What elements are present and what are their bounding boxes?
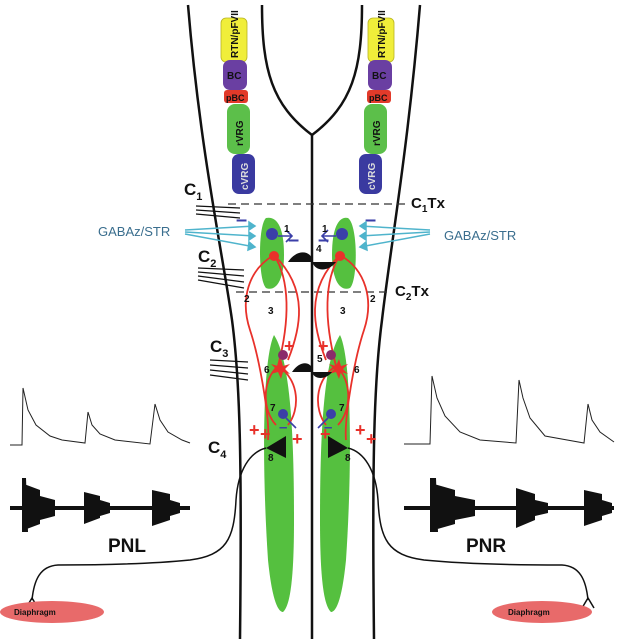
gaba-strychnine-arrows [184,220,431,252]
excitatory-neuron-2-left [269,251,279,261]
inhibitory-neuron-1-left [266,228,278,240]
segment-c1-label: C1 [184,180,202,203]
label-6-right: 6 [354,365,360,376]
phrenic-nerve-left-label: PNL [108,536,146,557]
integrated-trace-left [10,387,191,446]
integrated-trace-right [404,375,615,445]
cvrg-nucleus-right [359,154,382,194]
motoneuron-8-right [328,436,348,458]
raw-trace-left [10,478,190,532]
segment-c2-label: C2 [198,247,216,270]
rvrg-nucleus-left [227,104,250,154]
excitatory-neuron-2-right [335,251,345,261]
diaphragm-left [0,601,104,623]
lower-column-left [264,335,294,612]
svg-text:–: – [324,419,332,436]
pbc-label-right: pBC [369,93,388,103]
rtn-label-left: RTN/pFVII [230,10,241,58]
label-8-right: 8 [345,453,351,464]
gaba-label-right: GABAz/STR [444,228,516,243]
inhibitory-neuron-1-right [336,228,348,240]
neuron-cells [266,228,348,458]
synapse-4 [288,252,336,270]
label-7-left: 7 [270,403,276,414]
label-2-right: 2 [370,294,376,305]
label-3-right: 3 [340,306,346,317]
label-6-left: 6 [264,365,270,376]
svg-text:+: + [366,429,377,449]
label-7-right: 7 [339,403,345,414]
phrenic-nerve-right [347,447,589,601]
inhibitory-neuron-7-right [326,409,336,419]
label-8-left: 8 [268,453,274,464]
svg-text:+: + [249,420,260,440]
brainstem-nuclei-right: RTN/pFVII BC pBC rVRG cVRG [359,10,395,194]
neuron-6-left [278,350,288,360]
bc-label-left: BC [227,71,241,82]
star-neuron-6-left [271,359,290,379]
phrenic-nerve-left [31,447,267,601]
phrenic-motor-columns [260,217,356,612]
cvrg-nucleus-left [232,154,255,194]
bc-label-right: BC [372,71,386,82]
sign-markers: – – – – + + + + + + + + – – [236,209,377,449]
svg-text:–: – [365,209,376,231]
svg-text:–: – [279,419,287,436]
raw-nerve-traces [10,478,614,532]
lower-column-right [320,335,350,612]
rvrg-nucleus-right [364,104,387,154]
phrenic-nerve-right-label: PNR [466,536,506,557]
motoneuron-8-left [266,436,286,458]
svg-text:+: + [284,336,295,356]
bc-nucleus-right [368,60,392,90]
commissural-synapses [288,252,336,378]
c1tx-label: C1Tx [411,195,446,215]
rtn-label-right: RTN/pFVII [377,10,388,58]
pbc-nucleus-left [224,90,248,103]
cvrg-label-left: cVRG [240,163,251,190]
svg-text:–: – [318,229,329,251]
svg-text:–: – [236,209,247,231]
svg-text:+: + [355,420,366,440]
neuron-6-right [326,350,336,360]
star-neuron-6-right [329,359,348,379]
integrated-activity-traces [10,375,615,446]
svg-text:+: + [320,424,331,444]
segment-c3-label: C3 [210,337,228,360]
svg-text:+: + [292,429,303,449]
label-2-left: 2 [244,294,250,305]
label-5: 5 [317,354,323,365]
pbc-label-left: pBC [226,93,245,103]
svg-text:–: – [288,229,299,251]
rvrg-label-left: rVRG [235,120,246,146]
label-1-right: 1 [322,224,328,235]
label-4: 4 [316,244,322,255]
synapse-5 [292,363,332,378]
spinal-roots [195,205,249,381]
bc-nucleus-left [223,60,247,90]
diaphragm-label-left: Diaphragm [14,608,56,617]
inhibitory-neuron-7-left [278,409,288,419]
gaba-label-left: GABAz/STR [98,224,170,239]
label-1-left: 1 [284,224,290,235]
inhibitory-synapses [278,229,336,429]
label-3-left: 3 [268,306,274,317]
brainstem-nuclei-left: RTN/pFVII BC pBC rVRG cVRG [220,10,255,194]
diaphragm-right [492,601,592,623]
pbc-nucleus-right [367,90,391,103]
c2tx-label: C2Tx [395,283,430,303]
raw-trace-right [404,478,614,532]
svg-text:+: + [318,336,329,356]
phrenic-nerves [25,447,595,609]
cvrg-label-right: cVRG [367,163,378,190]
rvrg-label-right: rVRG [372,120,383,146]
segment-c4-label: C4 [208,438,227,461]
spinal-cord-outline [186,4,422,639]
diaphragm-label-right: Diaphragm [508,608,550,617]
svg-text:+: + [260,424,271,444]
